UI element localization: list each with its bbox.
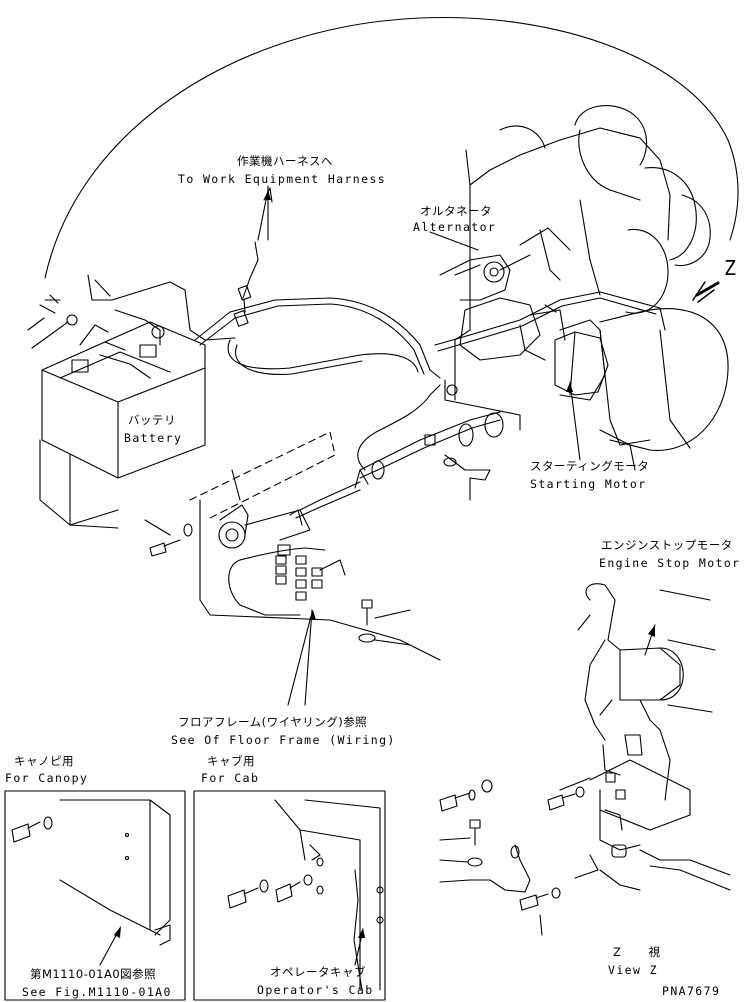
work-harness-label-jp: 作業機ハーネスへ bbox=[237, 154, 333, 168]
alternator-label-en: Alternator bbox=[413, 220, 497, 234]
fig-ref-label-jp: 第M1110-01A0図参照 bbox=[30, 967, 157, 981]
canopy-label-en: For Canopy bbox=[5, 771, 89, 785]
floor-frame bbox=[189, 431, 441, 661]
leader-lines bbox=[267, 185, 656, 706]
canopy-detail-frame bbox=[4, 790, 186, 1001]
battery-cables bbox=[27, 274, 236, 379]
engine-stop-label-jp: エンジンストップモータ bbox=[601, 538, 733, 552]
starting-motor bbox=[519, 304, 609, 396]
view-z-label-jp: Z 視 bbox=[613, 945, 673, 959]
floor-bolts bbox=[144, 454, 491, 646]
battery bbox=[39, 321, 206, 529]
starting-motor-label-jp: スターティングモータ bbox=[530, 459, 650, 473]
floor-frame-label-jp: フロアフレーム(ワイヤリング)参照 bbox=[178, 715, 368, 729]
cab-label-en: For Cab bbox=[201, 771, 260, 785]
cab-label-jp: キャブ用 bbox=[207, 754, 255, 768]
engine bbox=[439, 105, 711, 471]
horn bbox=[218, 469, 249, 549]
battery-label-en: Battery bbox=[124, 431, 183, 445]
main-harness bbox=[194, 291, 666, 541]
engine-stop-label-en: Engine Stop Motor bbox=[599, 556, 741, 570]
view-z-bolts bbox=[439, 779, 599, 936]
canopy-detail bbox=[11, 799, 171, 946]
starting-motor-label-en: Starting Motor bbox=[530, 477, 647, 491]
floor-frame-label-en: See Of Floor Frame (Wiring) bbox=[171, 733, 396, 747]
cab-detail-frame bbox=[193, 790, 386, 1001]
fig-ref-label-en: See Fig.M1110-01A0 bbox=[22, 985, 172, 999]
harness-clamps bbox=[289, 384, 504, 526]
view-z-label-en: View Z bbox=[608, 963, 658, 977]
work-harness-label-en: To Work Equipment Harness bbox=[178, 172, 387, 186]
canopy-label-jp: キャノピ用 bbox=[14, 754, 74, 768]
z-marker-label: Z bbox=[724, 256, 738, 280]
operator-cab-label-jp: オペレータキャブ bbox=[270, 965, 366, 979]
harness-boundary-arc bbox=[44, 16, 739, 279]
cab-detail bbox=[227, 799, 384, 991]
z-arrow-icon bbox=[692, 281, 720, 303]
flywheel-housing bbox=[599, 308, 729, 451]
relay-connectors bbox=[275, 544, 346, 601]
work-harness-connector bbox=[233, 187, 273, 327]
alternator-label-jp: オルタネータ bbox=[420, 204, 492, 218]
engine-stop-motor bbox=[577, 583, 716, 801]
operator-cab-label-en: Operator's Cab bbox=[257, 983, 374, 997]
cab-leader bbox=[99, 926, 365, 966]
drawing-number: PNA7679 bbox=[662, 984, 721, 998]
view-z-bracket bbox=[559, 759, 731, 891]
leader-arrows bbox=[265, 190, 655, 637]
battery-label-jp: バッテリ bbox=[128, 413, 176, 427]
